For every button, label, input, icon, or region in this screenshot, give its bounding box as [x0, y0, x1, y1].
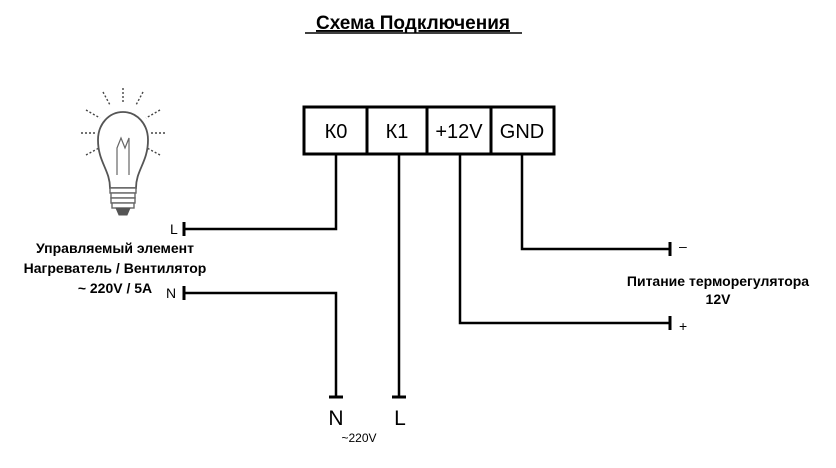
mains-l-label: L	[394, 407, 406, 430]
terminal-gnd-label: GND	[500, 121, 544, 143]
wire-gnd-to-minus	[520, 154, 670, 251]
wire-k0-to-load-l	[184, 154, 338, 231]
wire-12v-to-plus	[458, 154, 670, 325]
load-line-3: ~ 220V / 5A	[78, 280, 152, 296]
power-line-2: 12V	[706, 291, 732, 307]
terminal-12v-label: +12V	[435, 121, 483, 143]
mains-n-label: N	[328, 407, 343, 430]
terminal-k0-label: К0	[325, 121, 348, 143]
diagram-title: Схема Подключения	[316, 13, 510, 34]
power-plus-label: +	[679, 318, 687, 334]
terminal-k1-label: К1	[386, 121, 409, 143]
terminal-block: К0 К1 +12V GND	[302, 105, 556, 156]
load-pin-n-label: N	[166, 285, 176, 301]
mains-voltage-label: ~220V	[341, 431, 376, 445]
power-minus-label: –	[679, 238, 687, 254]
wire-load-n-to-mains-n	[184, 291, 338, 397]
power-line-1: Питание терморегулятора	[627, 273, 809, 289]
load-line-2: Нагреватель / Вентилятор	[24, 260, 207, 276]
light-bulb-icon	[81, 88, 165, 216]
load-pin-l-label: L	[170, 221, 178, 237]
load-line-1: Управляемый элемент	[36, 240, 194, 256]
